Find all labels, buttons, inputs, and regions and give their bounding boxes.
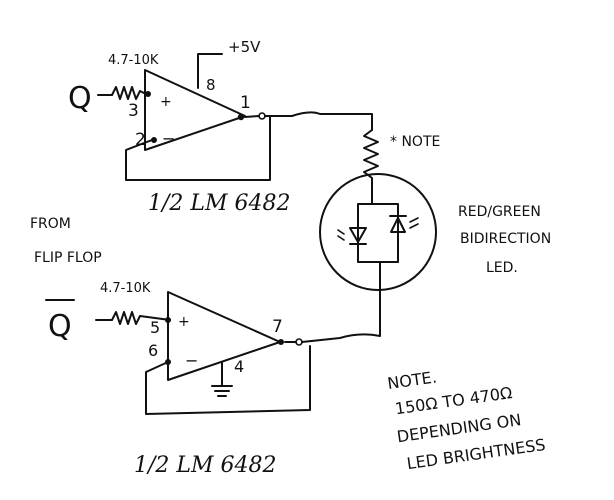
- bottom-output-node: [278, 339, 284, 345]
- top-minus-node: [151, 137, 157, 143]
- top-input-label: Q: [68, 81, 92, 116]
- led-label-line1: RED/GREEN: [458, 204, 541, 220]
- top-pin-supply: 8: [206, 76, 216, 94]
- top-resistor-label: 4.7-10K: [108, 53, 159, 68]
- ground-icon: [211, 385, 233, 397]
- top-pin-plus: 3: [128, 101, 139, 121]
- led-left-diode: [349, 227, 367, 245]
- bottom-plus-sign: +: [178, 314, 190, 330]
- top-pin-out: 1: [240, 93, 251, 113]
- led-right-diode: [389, 215, 407, 233]
- top-op-amp: Q 4.7-10K 3 + 2 − +5V 8 1 1/2 LM 6482: [68, 38, 373, 216]
- from-label-line2: FLIP FLOP: [34, 250, 102, 266]
- bottom-resistor-label: 4.7-10K: [100, 281, 151, 296]
- brightness-note: NOTE. 150Ω TO 470Ω DEPENDING ON LED BRIG…: [386, 367, 546, 473]
- top-pin-minus: 2: [135, 130, 146, 150]
- led-package-circle: [319, 173, 437, 291]
- top-supply-label: +5V: [228, 38, 261, 56]
- led-right-rays: [409, 217, 419, 229]
- from-label-line1: FROM: [30, 216, 71, 232]
- led-label-line2: BIDIRECTION: [460, 231, 551, 247]
- top-plus-sign: +: [160, 94, 172, 110]
- bottom-amp-triangle: [167, 291, 281, 381]
- top-supply-wire: [197, 53, 223, 89]
- bottom-feedback-wire: [145, 345, 311, 415]
- top-chip-label: 1/2 LM 6482: [148, 191, 291, 216]
- bottom-input-resistor: [111, 311, 171, 325]
- top-output-wire: [244, 111, 373, 131]
- led-left-rays: [337, 229, 345, 241]
- top-plus-node: [145, 91, 151, 97]
- bidirectional-led: RED/GREEN BIDIRECTION LED.: [319, 173, 551, 301]
- top-amp-triangle: [144, 69, 246, 151]
- series-resistor-zigzag: [363, 129, 379, 189]
- bottom-pin-out: 7: [272, 317, 283, 337]
- bottom-pin-ground: 4: [234, 357, 244, 376]
- top-minus-sign: −: [162, 129, 175, 148]
- bottom-pin-minus: 6: [148, 341, 158, 360]
- top-output-node: [237, 113, 245, 121]
- bottom-op-amp: Q 4.7-10K 5 + 6 − 4 7 1/2 LM 6482: [45, 281, 381, 478]
- led-label-line3: LED.: [486, 260, 518, 276]
- bottom-minus-sign: −: [185, 351, 198, 370]
- bottom-output-wire: [284, 299, 381, 343]
- top-input-resistor: [111, 86, 149, 100]
- bottom-input-label: Q: [48, 309, 72, 344]
- note-line1: NOTE.: [386, 367, 438, 393]
- bottom-chip-label: 1/2 LM 6482: [134, 453, 277, 478]
- resistor-note-marker: * NOTE: [390, 134, 440, 150]
- top-feedback-wire: [125, 116, 271, 181]
- bottom-plus-node: [165, 317, 171, 323]
- bottom-pin-plus: 5: [150, 318, 160, 337]
